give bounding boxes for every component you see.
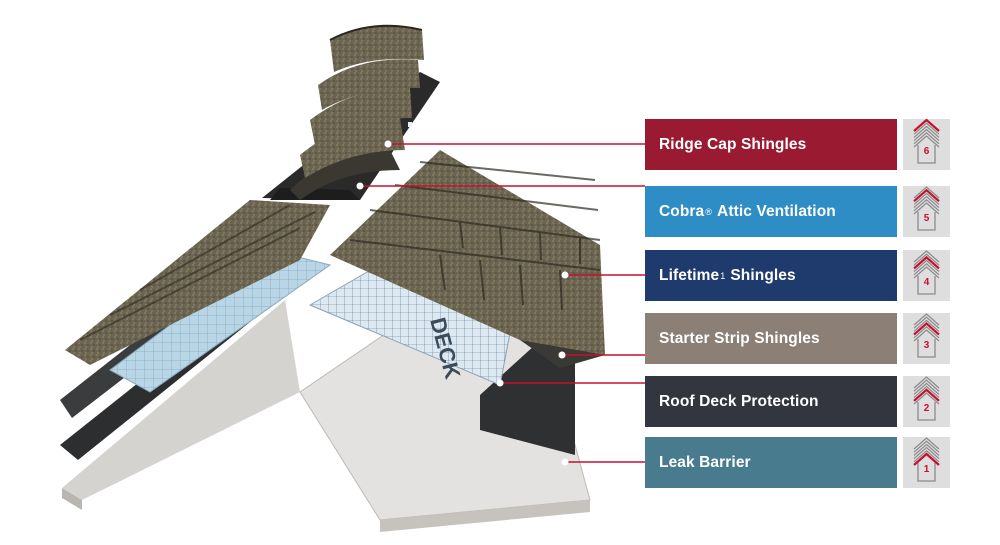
- roof-chevron: [913, 128, 940, 142]
- roof-chevron: [913, 266, 940, 279]
- layer-label: Roof Deck Protection: [645, 376, 897, 427]
- roof-chevron: [913, 316, 940, 329]
- house-layer-3-icon: 3: [903, 313, 950, 364]
- roof-chevron: [913, 446, 940, 460]
- house-layer-6-icon: 6: [903, 119, 950, 170]
- roof-chevron: [913, 313, 940, 326]
- roof-chevron: [913, 450, 940, 463]
- field-shingles-left: [65, 200, 330, 365]
- layer-label: Leak Barrier: [645, 437, 897, 488]
- layer-name: Cobra: [659, 202, 705, 220]
- house-layer-1-icon: 1: [903, 437, 950, 488]
- layer-row-roof-deck: Roof Deck Protection 2: [645, 376, 950, 427]
- roof-chevron: [913, 440, 940, 453]
- house-icon-svg: [913, 376, 940, 421]
- layer-label: Ridge Cap Shingles: [645, 119, 897, 170]
- house-icon-svg: [913, 313, 940, 358]
- layer-label: Starter Strip Shingles: [645, 313, 897, 364]
- roof-chevron: [913, 250, 940, 263]
- roof-chevron: [913, 319, 940, 332]
- registered-mark: ®: [705, 206, 713, 217]
- house-body-outline: [917, 463, 936, 482]
- roof-chevron: [913, 379, 940, 392]
- layer-name: Roof Deck Protection: [659, 392, 819, 410]
- layer-label: Cobra® Attic Ventilation: [645, 186, 897, 237]
- layer-row-cobra: Cobra® Attic Ventilation 5: [645, 186, 950, 237]
- house-icon-svg: [913, 119, 940, 164]
- roof-chevron: [913, 195, 940, 209]
- roof-chevron: [913, 199, 940, 212]
- roof-chevron: [913, 132, 940, 145]
- layer-name: Starter Strip Shingles: [659, 329, 820, 347]
- layer-number: 5: [923, 213, 930, 224]
- roof-chevron: [913, 186, 940, 199]
- roof-chevron: [913, 392, 940, 405]
- roof-chevron: [913, 443, 940, 456]
- layer-number: 2: [923, 403, 930, 414]
- layer-name: Ridge Cap Shingles: [659, 135, 807, 153]
- layer-number: 3: [923, 340, 930, 351]
- roof-chevron: [913, 376, 940, 389]
- roof-chevron: [913, 263, 940, 276]
- roof-chevron: [913, 322, 940, 336]
- footnote-mark: 1: [720, 270, 726, 281]
- layer-name: Lifetime: [659, 266, 720, 284]
- layer-row-ridge-cap: Ridge Cap Shingles 6: [645, 119, 950, 170]
- roof-chevron: [913, 253, 940, 266]
- roof-chevron: [913, 188, 940, 203]
- house-layer-2-icon: 2: [903, 376, 950, 427]
- roof-chevron: [913, 326, 940, 339]
- roof-chevron: [913, 259, 940, 273]
- house-body-outline: [917, 212, 936, 231]
- roof-chevron: [913, 388, 940, 402]
- house-icon-svg: [913, 250, 940, 295]
- roof-chevron: [913, 192, 940, 205]
- house-icon-svg: [913, 437, 940, 482]
- roof-chevron: [913, 382, 940, 395]
- roof-chevron: [913, 119, 940, 132]
- layer-name-suffix: Attic Ventilation: [717, 202, 836, 220]
- roof-chevron: [913, 202, 940, 215]
- roof-chevron: [913, 255, 940, 270]
- layer-row-leak-barrier: Leak Barrier 1: [645, 437, 950, 488]
- house-body-outline: [917, 339, 936, 358]
- layer-number: 1: [923, 464, 930, 475]
- house-icon-svg: [913, 186, 940, 231]
- layer-number: 6: [923, 146, 930, 157]
- ridge-cap-shingles: [290, 24, 424, 200]
- field-shingles-right: [330, 150, 605, 355]
- house-body-outline: [917, 402, 936, 421]
- house-body-outline: [917, 276, 936, 295]
- roof-layers-illustration: DECK: [60, 24, 605, 532]
- roof-chevron: [913, 385, 940, 399]
- roof-chevron: [913, 329, 940, 342]
- roof-chevron: [913, 122, 940, 135]
- roof-chevron: [913, 437, 940, 450]
- layer-name: Leak Barrier: [659, 453, 751, 471]
- house-body-outline: [917, 145, 936, 164]
- roof-chevron: [913, 452, 940, 466]
- layer-name-suffix: Shingles: [730, 266, 796, 284]
- house-layer-5-icon: 5: [903, 186, 950, 237]
- house-layer-4-icon: 4: [903, 250, 950, 301]
- layer-number: 4: [923, 277, 930, 288]
- layer-row-starter-strip: Starter Strip Shingles 3: [645, 313, 950, 364]
- roof-chevron: [913, 125, 940, 138]
- roof-chevron: [913, 135, 940, 148]
